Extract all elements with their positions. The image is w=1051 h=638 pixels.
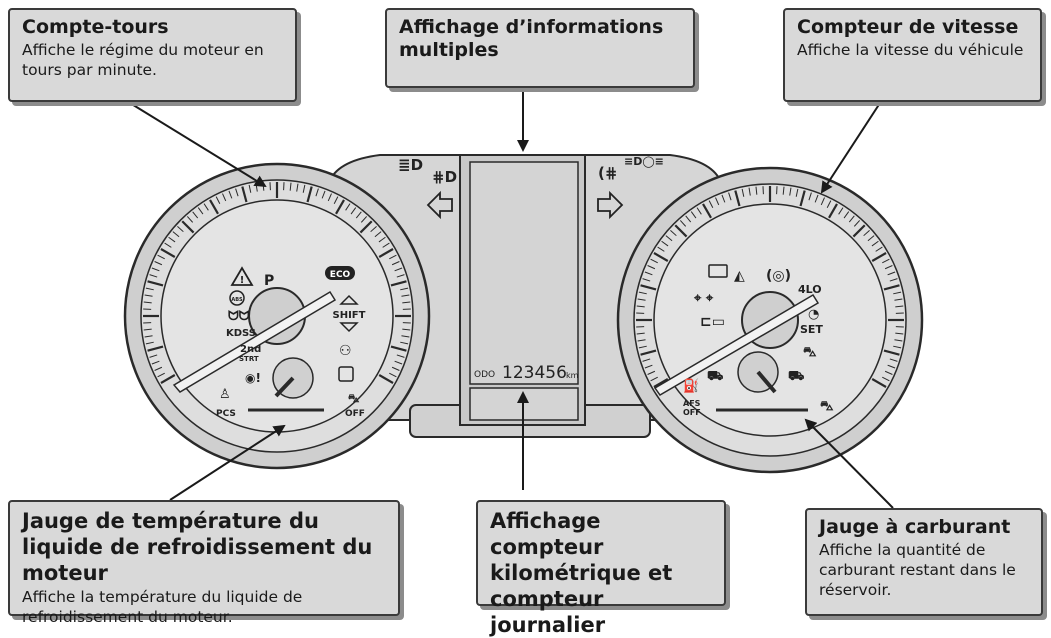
door-icon: ⛍	[820, 399, 834, 414]
callout-odometer: Affichage compteur kilométrique et compt…	[476, 500, 726, 606]
callout-coolant-desc: Affiche la température du liquide de ref…	[22, 587, 388, 627]
oil-icon: ◭	[734, 268, 745, 284]
callout-coolant: Jauge de température du liquide de refro…	[8, 500, 400, 616]
svg-text:!: !	[240, 275, 245, 286]
callout-fuel-desc: Affiche la quantité de carburant restant…	[819, 540, 1031, 600]
afs-off-label: OFF	[683, 408, 701, 417]
start-sub-label: STRT	[239, 355, 259, 363]
position-light-icon: ≡D◯≡	[624, 155, 664, 168]
callout-multi-info: Affichage d’informations multiples	[385, 8, 695, 88]
brake-icon: (◎)	[766, 268, 791, 284]
odo-value: 123456	[502, 363, 567, 383]
fuel-pump-icon: ⛽	[683, 378, 699, 394]
cruise-icon: ◔	[808, 307, 819, 322]
headlight-icon: ≣D	[398, 156, 423, 174]
callout-speedometer-desc: Affiche la vitesse du véhicule	[797, 40, 1030, 60]
eco-icon: ECO	[325, 266, 355, 280]
callout-fuel-title: Jauge à carburant	[819, 516, 1031, 539]
seatbelt-icon: ♙	[219, 387, 231, 402]
airbag-icon: ⚇	[339, 343, 352, 359]
svg-text:ABS: ABS	[231, 297, 243, 303]
second-start-label: 2nd	[240, 344, 261, 355]
vsc-off-label: OFF	[345, 409, 365, 419]
afs-label: AFS	[683, 399, 701, 408]
slip-icon: ⛍	[803, 345, 817, 360]
brake-warning-icon: ◉!	[245, 371, 261, 385]
odo-label: ODO	[474, 370, 495, 380]
crawl-icon: ⛟	[707, 369, 723, 384]
four-wd-icon: ⌖ ⌖	[693, 291, 714, 306]
callout-speedometer: Compteur de vitesse Affiche la vitesse d…	[783, 8, 1042, 102]
callout-coolant-title: Jauge de température du liquide de refro…	[22, 508, 388, 586]
callout-multi-info-title: Affichage d’informations multiples	[399, 16, 683, 62]
callout-fuel: Jauge à carburant Affiche la quantité de…	[805, 508, 1043, 616]
four-lo-label: 4LO	[798, 283, 822, 296]
odo-unit: km	[566, 371, 579, 380]
svg-text:ECO: ECO	[330, 270, 351, 280]
tachometer-gauge: ! P ECO ABS ᗢᗢ KDSS 2nd STRT SHIFT ⚇ ◉!	[125, 164, 429, 468]
speedometer-gauge: ◭ (◎) 4LO ⌖ ⌖ ◔ ⊏▭ SET ⛍ ⛟ ⛟ ⛽ AFS OFF ⛍	[618, 168, 922, 472]
svg-text:SHIFT: SHIFT	[333, 310, 366, 321]
callout-tachometer-desc: Affiche le régime du moteur en tours par…	[22, 40, 285, 80]
park-brake-label: P	[264, 273, 274, 289]
glow-plug-icon: ᗢᗢ	[228, 309, 250, 324]
rear-fog-icon: ⋕D	[432, 168, 457, 186]
hill-icon: ⛟	[788, 369, 804, 384]
vsc-off-icon: ⛍	[348, 392, 360, 405]
set-label: SET	[800, 323, 823, 336]
pcs-label: PCS	[216, 409, 236, 419]
front-fog-icon: (⋕	[598, 164, 617, 182]
callout-odometer-title: Affichage compteur kilométrique et compt…	[490, 508, 714, 638]
kdss-label: KDSS	[226, 328, 256, 339]
engine-check-icon: ⊏▭	[700, 314, 725, 330]
callout-speedometer-title: Compteur de vitesse	[797, 16, 1030, 39]
callout-tachometer: Compte-tours Affiche le régime du moteur…	[8, 8, 297, 102]
callout-tachometer-title: Compte-tours	[22, 16, 285, 39]
multi-information-display	[460, 155, 585, 425]
